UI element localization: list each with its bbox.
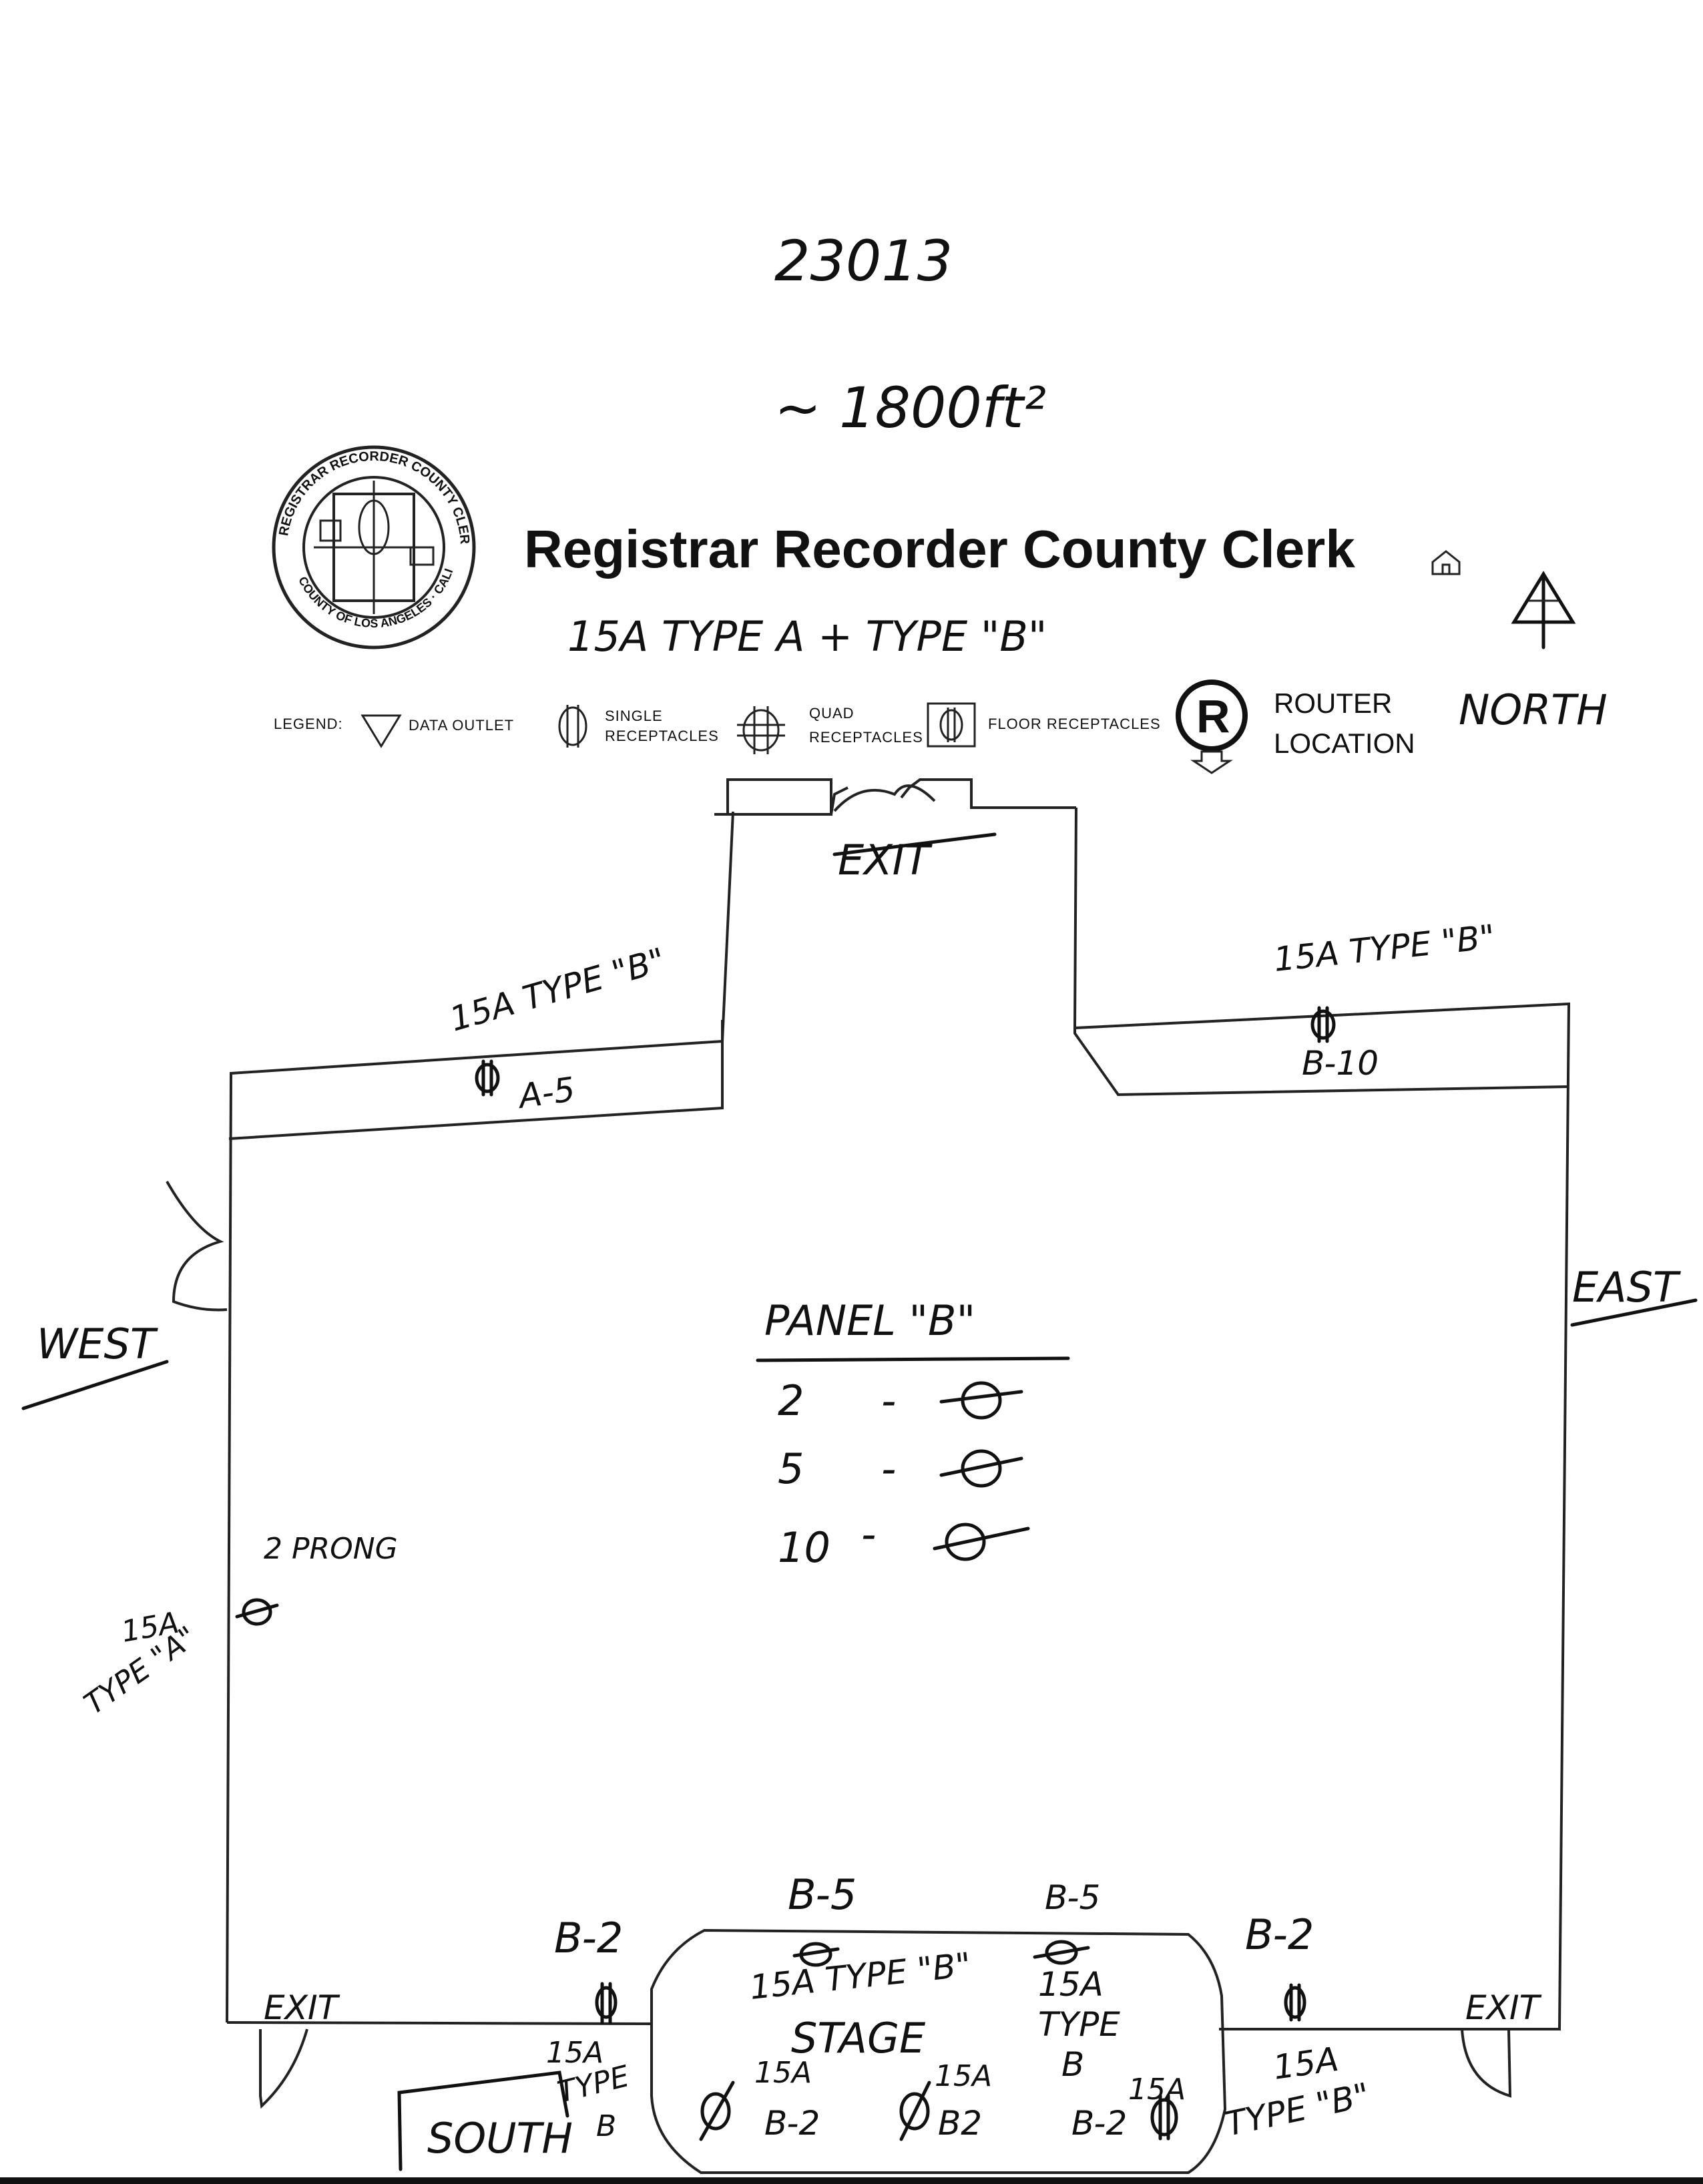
legend-label: LEGEND:: [274, 716, 343, 732]
legend-floor: FLOOR RECEPTACLES: [988, 716, 1161, 732]
panel-row-dash: -: [861, 1510, 876, 1559]
southwest-exit-door: [259, 2028, 308, 2109]
subtitle-handwritten: 15A TYPE A + TYPE "B": [567, 612, 1047, 661]
north-exit-door: [833, 784, 936, 812]
south-left-type-line3: B: [596, 2109, 616, 2143]
stage-right-type-line2: TYPE: [1038, 2005, 1120, 2044]
legend: LEGEND: DATA OUTLET SINGLE RECEPTACLES Q…: [274, 679, 1415, 774]
stage-floor-3-circuit: B-2: [1071, 2104, 1127, 2143]
stage-floor-3-amp: 15A: [1128, 2073, 1186, 2107]
area-note: ~ 1800ft²: [774, 375, 1046, 441]
county-seal: REGISTRAR RECORDER COUNTY CLERK COUNTY O…: [0, 0, 476, 649]
exit-southeast-label: EXIT: [1465, 1988, 1542, 2027]
legend-single-line2: RECEPTACLES: [605, 728, 719, 744]
stage-floor-1-circuit: B-2: [764, 2104, 820, 2143]
south-right-type-line1: 15A: [1271, 2040, 1341, 2087]
router-glyph: R: [1196, 690, 1230, 742]
south-label-box: [397, 2071, 569, 2171]
ticket-number: 23013: [774, 228, 953, 294]
legend-quad-line2: RECEPTACLES: [809, 729, 923, 746]
two-prong-symbol-icon: [933, 1523, 1030, 1561]
single-receptacle-icon: [475, 1059, 500, 1097]
legend-data-outlet: DATA OUTLET: [409, 717, 514, 734]
panel-row-circuit: 10: [778, 1523, 830, 1572]
single-receptacle-icon: [1310, 1006, 1336, 1043]
two-prong-symbol-icon: [792, 1942, 840, 1967]
data-outlet-triangle-icon: [360, 714, 402, 748]
panel-row-dash: -: [881, 1444, 896, 1493]
north-left-type-note: 15A TYPE "B": [445, 940, 670, 1039]
legend-quad-line1: QUAD: [809, 705, 855, 722]
south-label: SOUTH: [427, 2114, 573, 2163]
single-receptacle-icon: [558, 705, 587, 748]
floor-receptacle-icon: [927, 702, 976, 748]
south-left-circuit: B-2: [554, 1914, 623, 1962]
panel-b-table: PANEL "B" 2 - 5 - 10 -: [756, 1296, 1070, 1572]
stage: [650, 1928, 1227, 2174]
single-receptacle-icon: [1284, 1983, 1306, 2022]
seal-ring-top: REGISTRAR RECORDER COUNTY CLERK: [0, 0, 472, 545]
stage-label: STAGE: [791, 2014, 926, 2063]
quad-receptacle-icon: [737, 706, 785, 754]
legend-single-line1: SINGLE: [605, 708, 663, 724]
two-prong-symbol-icon: [1033, 1940, 1090, 1965]
south-right-circuit: B-2: [1245, 1910, 1314, 1959]
north-right-circuit: B-10: [1302, 1044, 1379, 1083]
two-prong-symbol-icon: [939, 1449, 1023, 1488]
single-receptacle-icon: [699, 2081, 735, 2141]
west-prong-note: 2 PRONG: [264, 1532, 398, 1566]
stage-floor-2-amp: 15A: [935, 2059, 992, 2093]
southeast-exit-door: [1461, 2028, 1512, 2098]
north-label: NORTH: [1459, 686, 1608, 734]
page-title: Registrar Recorder County Clerk: [524, 519, 1355, 579]
panel-row-dash: -: [881, 1376, 896, 1425]
single-receptacle-icon: [1150, 2094, 1178, 2141]
legend-router-line2: LOCATION: [1274, 728, 1415, 759]
panel-title: PANEL "B": [764, 1296, 975, 1345]
exit-southwest-label: EXIT: [264, 1988, 340, 2027]
panel-row-circuit: 5: [778, 1444, 804, 1493]
stage-top-right-circuit: B-5: [1045, 1878, 1100, 1917]
stage-top-left-circuit: B-5: [788, 1870, 857, 1919]
two-prong-symbol-icon: [939, 1381, 1023, 1420]
east-label: EAST: [1572, 1263, 1681, 1312]
room-outline: [226, 778, 1571, 2030]
stage-top-type-note: 15A TYPE "B": [748, 1945, 973, 2006]
svg-text:REGISTRAR RECORDER COUNTY CLER: REGISTRAR RECORDER COUNTY CLERK: [0, 0, 472, 545]
scan-edge: [0, 2177, 1703, 2184]
north-left-circuit: A-5: [515, 1070, 577, 1117]
south-right-type-line2: TYPE "B": [1222, 2075, 1373, 2143]
west-label: WEST: [37, 1320, 158, 1368]
north-right-type-note: 15A TYPE "B": [1272, 917, 1497, 979]
two-prong-symbol-icon: [235, 1598, 279, 1626]
home-icon: [1431, 550, 1461, 575]
single-receptacle-icon: [899, 2081, 931, 2141]
stage-floor-1-amp: 15A: [754, 2056, 812, 2090]
north-arrow-icon: [1511, 571, 1576, 649]
stage-floor-2-circuit: B2: [938, 2104, 982, 2143]
single-receptacle-icon: [595, 1982, 618, 2024]
legend-router-line1: ROUTER: [1274, 688, 1392, 719]
panel-row-circuit: 2: [778, 1376, 804, 1425]
west-exit-door: [166, 1181, 228, 1312]
stage-right-type-line3: B: [1061, 2045, 1084, 2084]
south-left-type-line1: 15A: [546, 2036, 603, 2070]
router-location-icon: R: [1176, 679, 1248, 774]
stage-right-type-line1: 15A: [1038, 1965, 1104, 2004]
